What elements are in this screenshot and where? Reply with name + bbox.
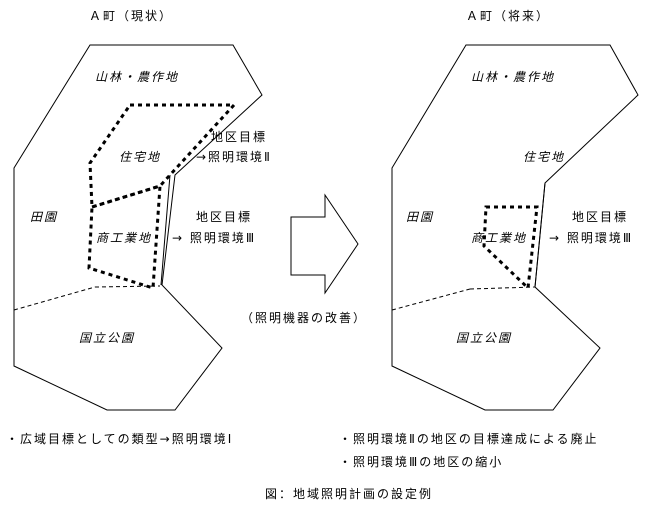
- left-park-boundary: [13, 286, 96, 311]
- right-commercial-target-line2: → 照明環境Ⅲ: [549, 231, 634, 245]
- right-zone-park-label: 国立公園: [456, 331, 513, 345]
- right-park-boundary-2: [469, 286, 536, 290]
- right-note-1: ・照明環境Ⅱの地区の目標達成による廃止: [339, 432, 599, 446]
- left-residential-target-line1: 地区目標: [211, 130, 268, 144]
- left-town-boundary: [13, 44, 263, 411]
- left-zone-commercial-label: 商工業地: [96, 231, 153, 245]
- right-residential-commercial-divider: [534, 182, 546, 288]
- figure-caption: 図：地域照明計画の設定例: [265, 487, 434, 501]
- left-residential-district-outline: [88, 103, 238, 210]
- left-zone-park-label: 国立公園: [79, 331, 136, 345]
- right-zone-forest-label: 山林・農作地: [471, 70, 556, 84]
- left-map-title: Ａ町（現状）: [89, 9, 174, 23]
- arrow-caption: （照明機器の改善）: [241, 311, 368, 325]
- right-commercial-district-outline: [482, 205, 539, 292]
- right-map-title: Ａ町（将来）: [466, 9, 551, 23]
- left-map: [13, 44, 263, 411]
- left-note-1: ・広域目標としての類型→照明環境Ⅰ: [6, 432, 234, 446]
- right-commercial-target-line1: 地区目標: [572, 210, 629, 224]
- left-zone-forest-label: 山林・農作地: [95, 70, 180, 84]
- right-zone-fields-label: 田園: [406, 210, 435, 224]
- transition-arrow: [290, 193, 359, 295]
- left-park-boundary-2: [94, 285, 161, 288]
- left-residential-commercial-divider: [160, 174, 171, 286]
- right-zone-commercial-label: 商工業地: [471, 231, 528, 245]
- left-commercial-target-line2: → 照明環境Ⅲ: [172, 231, 257, 245]
- right-park-boundary: [391, 288, 471, 311]
- left-zone-fields-label: 田園: [30, 210, 59, 224]
- right-zone-residential-label: 住宅地: [523, 150, 566, 164]
- right-map: [391, 44, 639, 411]
- left-commercial-target-line1: 地区目標: [196, 210, 253, 224]
- left-residential-target-line2: →照明環境Ⅱ: [196, 150, 272, 164]
- left-zone-residential-label: 住宅地: [119, 150, 162, 164]
- right-note-2: ・照明環境Ⅲの地区の縮小: [339, 455, 504, 469]
- right-town-boundary: [391, 44, 639, 411]
